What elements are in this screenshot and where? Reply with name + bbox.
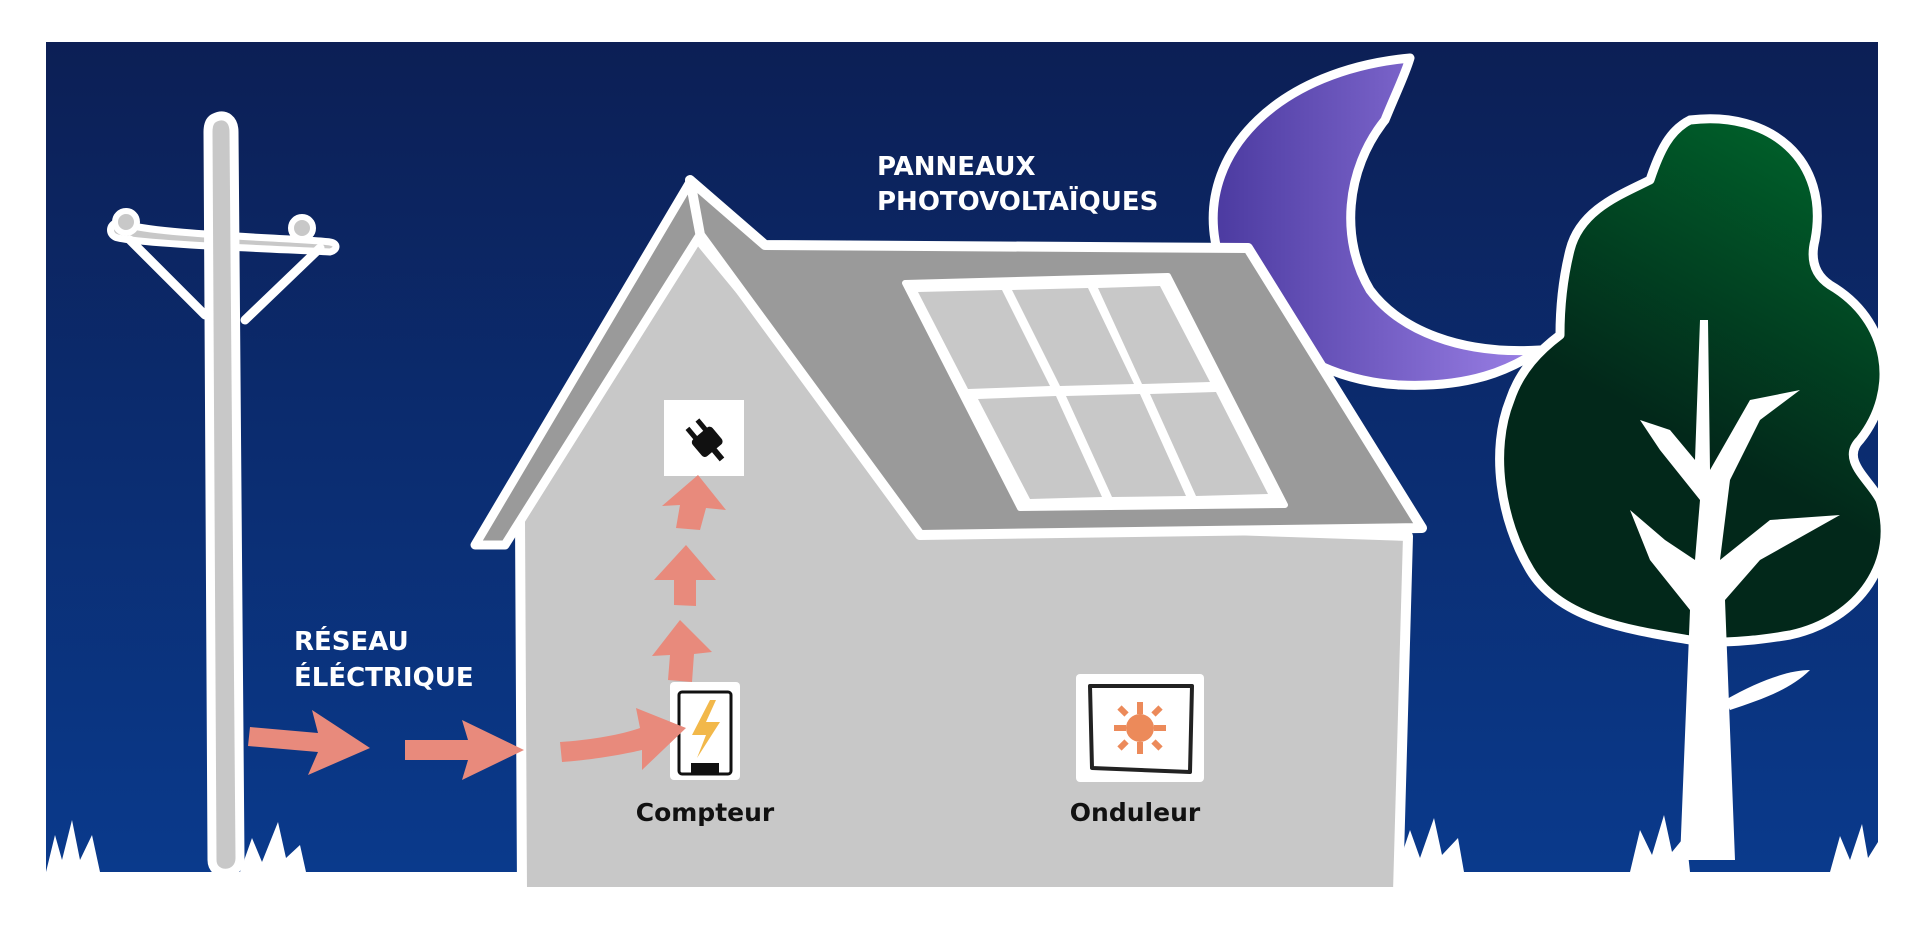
panels-label-line1: PANNEAUX bbox=[877, 152, 1036, 182]
grass bbox=[46, 815, 1878, 872]
grid-label-line1: RÉSEAU bbox=[294, 625, 409, 657]
flow-arrow bbox=[560, 708, 686, 770]
flow-arrow bbox=[652, 620, 712, 682]
flow-arrow bbox=[662, 475, 726, 530]
power-pole bbox=[107, 111, 340, 878]
flow-arrow bbox=[405, 720, 524, 780]
lightning-bolt-icon bbox=[692, 700, 720, 758]
sun-icon bbox=[1114, 702, 1166, 754]
flow-arrows bbox=[248, 475, 726, 780]
tree bbox=[1495, 114, 1890, 860]
solar-panel bbox=[902, 273, 1288, 511]
moon bbox=[1208, 53, 1545, 390]
inverter-label: Onduleur bbox=[1070, 798, 1201, 827]
flow-arrow bbox=[248, 710, 370, 775]
inverter-box bbox=[1076, 674, 1204, 782]
outlet-box bbox=[664, 400, 744, 476]
plug-icon bbox=[685, 418, 725, 462]
meter-box bbox=[670, 682, 740, 780]
flow-arrow bbox=[654, 545, 716, 606]
grid-label-line2: ÉLÉCTRIQUE bbox=[294, 661, 474, 693]
meter-label: Compteur bbox=[636, 798, 775, 827]
panels-label-line2: PHOTOVOLTAÏQUES bbox=[877, 185, 1158, 217]
